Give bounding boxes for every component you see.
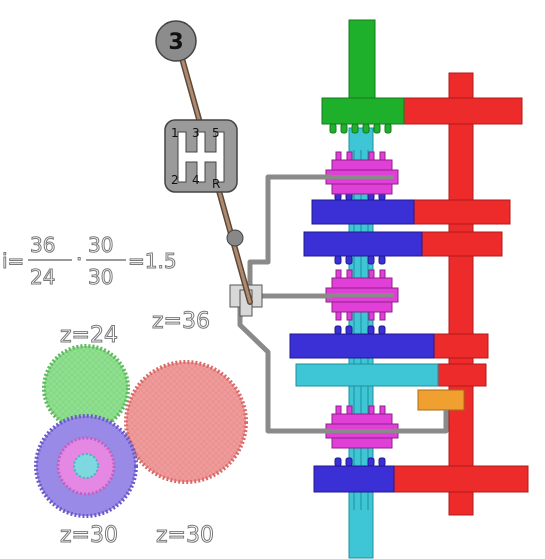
main-gear-4th: [303, 231, 423, 257]
ratio-frac1-numerator: 36: [30, 233, 55, 257]
synchro-top: [325, 151, 399, 195]
gate-label-3: 3: [192, 126, 200, 140]
input-gear-dog-teeth: [329, 123, 392, 134]
main-gear-2nd: [295, 363, 439, 387]
label-z30-right: z=30: [156, 523, 214, 548]
main-gear-3rd: [289, 333, 435, 359]
lever-pivot: [226, 229, 244, 247]
counter-gear-6: [391, 465, 529, 493]
counter-shaft-assembly: [391, 72, 529, 516]
shift-knob-label: 3: [168, 30, 183, 55]
gate-label-2: 2: [171, 173, 179, 187]
input-shaft: [348, 19, 376, 101]
shift-linkage: [237, 174, 449, 434]
synchro-bottom: [325, 405, 399, 449]
gear-z30: [34, 414, 138, 518]
gate-label-r: R: [212, 177, 220, 191]
ratio-frac1-denominator: 24: [30, 265, 55, 289]
label-z24: z=24: [60, 323, 118, 348]
main-gear-5th: [311, 199, 415, 225]
gear-z36: [124, 360, 248, 484]
gate-label-5: 5: [212, 126, 220, 140]
ratio-frac2-numerator: 30: [88, 233, 113, 257]
label-z30-left: z=30: [60, 523, 118, 548]
counter-shaft: [448, 72, 474, 516]
counter-gear-2: [411, 199, 511, 225]
shift-gate: 1 3 5 2 4 R: [164, 119, 238, 193]
input-gear: [321, 97, 405, 125]
main-gear-1st: [313, 465, 395, 493]
synchro-middle: [325, 269, 399, 321]
counter-gear-1: [401, 97, 523, 125]
shift-gate-slot: [177, 131, 225, 183]
gate-label-4: 4: [192, 173, 200, 187]
label-z36: z=36: [152, 309, 210, 334]
shift-knob[interactable]: [155, 20, 197, 62]
counter-gear-3: [419, 231, 503, 257]
gear-dog-teeth: [334, 191, 386, 467]
main-gears: [289, 199, 435, 493]
ratio-prefix: i=: [2, 249, 24, 273]
input-shaft-assembly: [321, 19, 405, 134]
ratio-result: =1.5: [128, 249, 177, 273]
gate-label-1: 1: [171, 126, 179, 140]
ratio-frac2-denominator: 30: [88, 265, 113, 289]
counter-gear-4: [431, 333, 489, 359]
reverse-idler-gear: [417, 389, 465, 411]
ratio-dot: ·: [76, 247, 82, 271]
counter-gear-5: [435, 363, 487, 387]
gear-ratio-formula: i= 36 24 · 30 30 =1.5: [2, 233, 178, 290]
